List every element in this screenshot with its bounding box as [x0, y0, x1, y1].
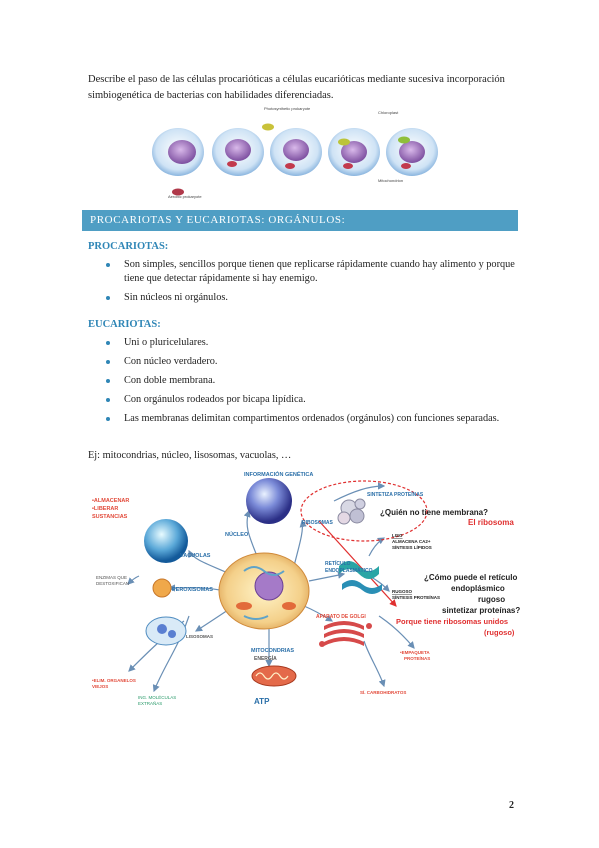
label-mitochondrion: Mitochondrion: [378, 178, 403, 183]
label-ing-2: EXTRAÑAS: [138, 700, 162, 706]
aerobic-prokaryote: [172, 188, 184, 196]
label-liso: LISO: [392, 533, 403, 538]
list-item: Con núcleo verdadero.: [102, 355, 502, 369]
label-mito: MITOCONDRIAS: [251, 648, 294, 654]
list-item: Uni o pluricelulares.: [102, 336, 502, 350]
central-cell: [218, 552, 310, 630]
cell-stage-1: [152, 128, 204, 176]
list-item: Las membranas delimitan compartimentos o…: [102, 412, 502, 426]
cell-stage-3: [270, 128, 322, 176]
cell-stage-4: [328, 128, 380, 176]
label-el-ribosoma: El ribosoma: [468, 518, 514, 527]
banner-title: PROCARIOTAS Y EUCARIOTAS: ORGÁNULOS:: [90, 214, 346, 226]
label-q2-3: rugoso: [478, 595, 505, 604]
label-aerobic: Aerobic prokaryote: [168, 194, 202, 199]
label-chloroplast: Chloroplast: [378, 110, 399, 115]
label-q2-4: sintetizar proteínas?: [442, 606, 520, 615]
label-elim-2: VIEJOS: [92, 684, 108, 689]
label-empaqueta-2: PROTEÍNAS: [404, 654, 430, 661]
er-image: [339, 561, 382, 594]
endosymbiosis-figure: Photosynthetic prokaryote Chloroplast Ae…: [152, 106, 438, 199]
section-banner: PROCARIOTAS Y EUCARIOTAS: ORGÁNULOS:: [82, 210, 518, 231]
cell-stage-2: [212, 128, 264, 176]
nucleus-image: [246, 478, 292, 524]
ribosome-image: [337, 498, 366, 525]
label-reticulo-2: ENDOPLASMÁTICO: [325, 567, 373, 574]
label-ing-1: ING. MOLÉCULAS: [138, 694, 176, 700]
eucariotas-title: EUCARIOTAS:: [88, 319, 161, 330]
label-energia: ENERGÍA: [254, 654, 277, 662]
list-item: Con orgánulos rodeados por bicapa lipídi…: [102, 393, 502, 407]
label-liberar: •LIBERAR: [92, 506, 118, 512]
label-empaqueta-1: •EMPAQUETA: [400, 650, 430, 655]
organelle-diagram: INFORMACIÓN GENÉTICA NÚCLEO •ALMACENAR •…: [92, 470, 520, 706]
peroxisome-image: [152, 578, 172, 598]
eucariotas-list: Uni o pluricelulares. Con núcleo verdade…: [102, 336, 502, 431]
list-item: Con doble membrana.: [102, 374, 502, 388]
mitochondria-image: [251, 665, 297, 687]
intro-paragraph: Describe el paso de las células procarió…: [88, 74, 505, 101]
label-q2-2: endoplásmico: [451, 584, 505, 593]
label-nucleo: NÚCLEO: [225, 531, 249, 538]
label-enzimas-1: ENZIMAS QUE: [96, 575, 127, 580]
label-sintetiza: SINTETIZA PROTEÍNAS: [367, 490, 424, 498]
label-almacenar: •ALMACENAR: [92, 498, 129, 504]
label-sustancias: SUSTANCIAS: [92, 514, 128, 520]
golgi-image: [319, 621, 372, 647]
label-reticulo-1: RETÍCULO: [325, 559, 351, 567]
ribosome-highlight: [300, 480, 428, 542]
label-enzimas-2: DESTOXIFICAN: [96, 581, 129, 586]
label-vacuolas: VACUOLAS: [180, 553, 211, 559]
label-photosynthetic: Photosynthetic prokaryote: [264, 106, 311, 111]
label-rugoso-d: SÍNTESIS PROTEÍNAS: [392, 593, 440, 600]
label-elim-1: •ELIM. ORGANELOS: [92, 678, 136, 683]
label-golgi: APARATO DE GOLGI: [316, 614, 366, 620]
label-liso-d2: SÍNTESIS LÍPIDOS: [392, 543, 432, 550]
label-a2-2: (rugoso): [484, 628, 515, 637]
label-info-genetica: INFORMACIÓN GENÉTICA: [244, 470, 313, 478]
label-a2-1: Porque tiene ribosomas unidos: [396, 617, 508, 626]
label-rugoso: RUGOSO: [392, 589, 413, 594]
label-quien: ¿Quién no tiene membrana?: [380, 508, 488, 517]
label-atp: ATP: [254, 697, 270, 706]
label-lisosomas: LISOSOMAS: [186, 634, 213, 639]
procariotas-title: PROCARIOTAS:: [88, 241, 169, 252]
cell-stage-5: [386, 128, 438, 176]
label-peroxisomas: PEROXISOMAS: [172, 587, 213, 593]
label-q2-1: ¿Cómo puede el retículo: [424, 573, 517, 582]
vacuole-image: [144, 519, 188, 563]
list-item: Sin núcleos ni orgánulos.: [102, 291, 522, 305]
procariotas-list: Son simples, sencillos porque tienen que…: [102, 258, 522, 310]
label-liso-d1: ALMACENA CA2+: [392, 539, 431, 544]
label-carbohidratos: SÍ. CARBOHIDRATOS: [360, 688, 406, 695]
red-arrow: [318, 520, 397, 607]
example-text: Ej: mitocondrias, núcleo, lisosomas, vac…: [88, 450, 292, 461]
list-item: Son simples, sencillos porque tienen que…: [102, 258, 522, 286]
photosynthetic-prokaryote: [262, 123, 274, 131]
page-number: 2: [509, 800, 514, 811]
label-ribosomas: RIBOSOMAS: [302, 520, 334, 526]
